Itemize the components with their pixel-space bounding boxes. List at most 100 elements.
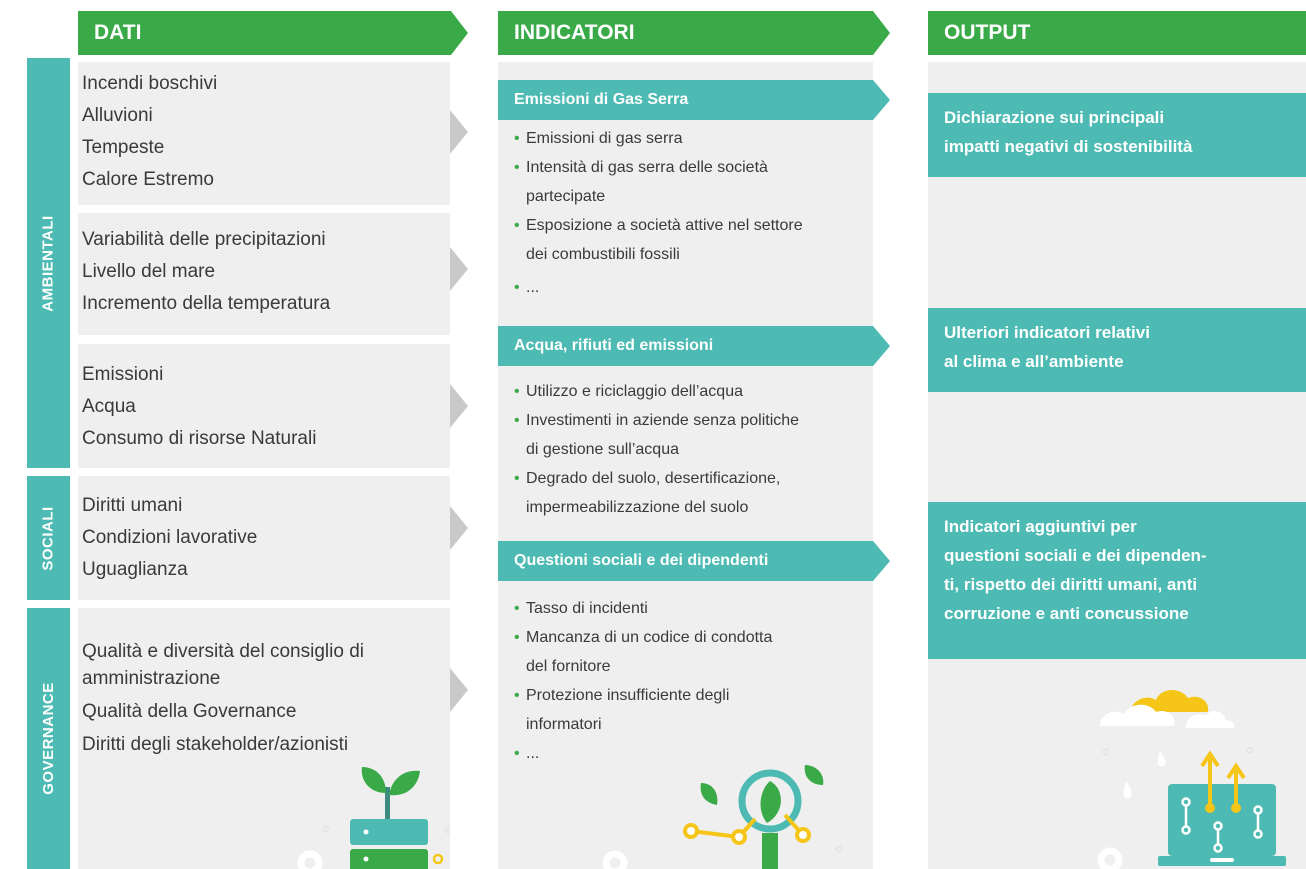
decor-ring: [1097, 847, 1123, 869]
list-item: Qualità e diversità del consiglio di: [82, 641, 364, 662]
arrow-up-head: [1200, 750, 1220, 768]
list-item: Calore Estremo: [82, 169, 214, 190]
output-panel: [928, 62, 1306, 869]
category-sociali-label: SOCIALI: [40, 505, 57, 571]
list-item: Acqua: [82, 396, 136, 417]
list-item: Diritti degli stakeholder/azionisti: [82, 734, 349, 755]
plant-stem: [385, 787, 390, 821]
output-line: questioni sociali e dei dipenden-: [944, 546, 1207, 565]
category-governance-label: GOVERNANCE: [40, 682, 58, 795]
output-line: corruzione e anti concussione: [944, 604, 1189, 623]
list-item: ...: [514, 739, 869, 768]
indicator-title-label: Questioni sociali e dei dipendenti: [514, 552, 769, 569]
list-item: Tempeste: [82, 137, 165, 158]
indicator-group-title-1: Emissioni di Gas Serra: [498, 80, 873, 120]
leaf-small-right: [804, 765, 824, 785]
list-item: Incendi boschivi: [82, 73, 218, 94]
list-item: ...: [514, 273, 869, 302]
list-item: Tasso di incidenti: [514, 594, 869, 623]
indicator-title-arrow-3: [873, 541, 890, 581]
decor-dot: [835, 845, 843, 853]
header-dati-arrow: [451, 11, 468, 55]
circuit-node: [683, 823, 699, 839]
output-line: Ulteriori indicatori relativi: [944, 323, 1150, 342]
list-item: Condizioni lavorative: [82, 527, 258, 548]
output-line: al clima e all’ambiente: [944, 352, 1124, 371]
server-light: [363, 856, 369, 862]
leaf-left: [361, 767, 386, 793]
dati-box-1: Incendi boschivi Alluvioni Tempeste Calo…: [78, 62, 450, 205]
category-sociali: SOCIALI: [27, 476, 70, 600]
magnifier-ring: [738, 769, 802, 833]
circuit-node: [731, 829, 747, 845]
indicator-list-3: Tasso di incidenti Mancanza di un codice…: [514, 594, 869, 768]
output-box-2: Ulteriori indicatori relativi al clima e…: [928, 308, 1306, 392]
circuit-node: [1205, 803, 1215, 813]
indicator-list-1: Emissioni di gas serra Intensità di gas …: [514, 124, 869, 302]
category-ambientali: AMBIENTALI: [27, 58, 70, 468]
indicator-title-arrow-2: [873, 326, 890, 366]
list-item: Diritti umani: [82, 495, 183, 516]
decor-dot: [444, 826, 450, 834]
list-item: Variabilità delle precipitazioni: [82, 229, 326, 250]
header-indicatori-arrow: [873, 11, 890, 55]
raindrop: [1123, 780, 1132, 799]
cloud-yellow: [1130, 689, 1209, 712]
leaf-small-left: [700, 783, 718, 805]
list-item: Consumo di risorse Naturali: [82, 428, 317, 449]
dati-box-2: Variabilità delle precipitazioni Livello…: [78, 213, 450, 335]
flow-arrow-5: [450, 668, 468, 712]
dati-box-3: Emissioni Acqua Consumo di risorse Natur…: [78, 344, 450, 468]
magnifier-leaf: [760, 781, 781, 823]
circuit-line: [690, 829, 740, 839]
list-item: Degrado del suolo, desertificazione,impe…: [514, 464, 869, 522]
list-item: Qualità della Governance: [82, 701, 297, 722]
flow-arrow-1: [450, 110, 468, 154]
output-line: ti, rispetto dei diritti umani, anti: [944, 575, 1198, 594]
decor-ring: [602, 850, 628, 869]
dati-list-1: Incendi boschivi Alluvioni Tempeste Calo…: [78, 62, 450, 196]
decor-ring-yellow: [432, 853, 444, 865]
arrow-up-head: [1226, 762, 1246, 780]
output-line: Dichiarazione sui principali: [944, 108, 1165, 127]
list-item: Intensità di gas serra delle societàpart…: [514, 153, 869, 211]
list-item: Incremento della temperatura: [82, 293, 331, 314]
category-ambientali-label: AMBIENTALI: [40, 214, 58, 312]
dati-box-5: Qualità e diversità del consiglio di amm…: [78, 608, 450, 869]
header-dati-label: DATI: [94, 21, 142, 44]
plant-server-illustration: [297, 767, 450, 869]
cloud-white: [1100, 704, 1175, 726]
list-item: Uguaglianza: [82, 559, 188, 580]
server-top: [350, 819, 428, 845]
indicator-group-title-3: Questioni sociali e dei dipendenti: [498, 541, 873, 581]
list-item: Protezione insufficiente degliinformator…: [514, 681, 869, 739]
magnifier-leaf-illustration: [602, 765, 843, 869]
dati-list-4: Diritti umani Condizioni lavorative Ugua…: [78, 476, 450, 586]
decor-dot: [1246, 746, 1254, 754]
indicator-title-label: Acqua, rifiuti ed emissioni: [514, 337, 714, 354]
laptop-screen: [1168, 784, 1276, 856]
dati-list-3: Emissioni Acqua Consumo di risorse Natur…: [78, 344, 450, 455]
indicator-title-label: Emissioni di Gas Serra: [514, 91, 689, 108]
header-output: OUTPUT: [928, 11, 1306, 55]
cloud-white-right: [1186, 711, 1235, 728]
server-light: [363, 829, 369, 835]
laptop-cloud-illustration: [1097, 689, 1286, 869]
output-line: Indicatori aggiuntivi per: [944, 517, 1137, 536]
magnifier-handle: [762, 833, 778, 869]
category-governance: GOVERNANCE: [27, 608, 70, 869]
circuit-node: [795, 827, 811, 843]
dati-box-4: Diritti umani Condizioni lavorative Ugua…: [78, 476, 450, 600]
list-item: Livello del mare: [82, 261, 216, 282]
decor-dot: [322, 825, 330, 833]
header-dati: DATI: [78, 11, 451, 55]
raindrop: [1157, 750, 1166, 767]
dati-list-5: Qualità e diversità del consiglio di amm…: [78, 608, 450, 758]
indicator-group-title-2: Acqua, rifiuti ed emissioni: [498, 326, 873, 366]
list-item: Investimenti in aziende senza politiched…: [514, 406, 869, 464]
list-item: Utilizzo e riciclaggio dell’acqua: [514, 377, 869, 406]
output-line: impatti negativi di sostenibilità: [944, 137, 1193, 156]
decor-ring: [297, 850, 323, 869]
list-item: Alluvioni: [82, 105, 153, 126]
